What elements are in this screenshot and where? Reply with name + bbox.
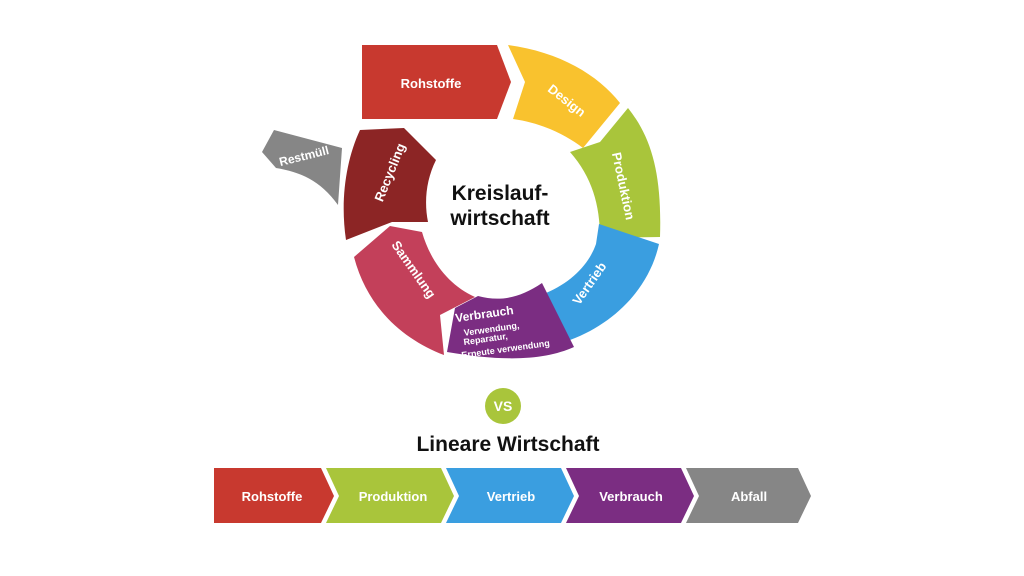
- center-title-line2: wirtschaft: [449, 207, 549, 230]
- segment-recycling: [343, 128, 436, 240]
- linear-label-abfall: Abfall: [731, 489, 767, 504]
- center-title-line1: Kreislauf-: [452, 182, 549, 205]
- linear-chain: Rohstoffe Produktion Vertrieb Verbrauch …: [214, 468, 811, 523]
- linear-step-produktion: [326, 468, 454, 523]
- segment-design: [508, 45, 620, 148]
- linear-step-vertrieb: [446, 468, 574, 523]
- linear-step-rohstoffe: [214, 468, 334, 523]
- segment-sammlung: [354, 226, 475, 355]
- linear-label-verbrauch: Verbrauch: [599, 489, 663, 504]
- linear-label-vertrieb: Vertrieb: [487, 489, 535, 504]
- linear-label-produktion: Produktion: [359, 489, 428, 504]
- vs-badge: VS: [485, 388, 521, 424]
- segment-restmuell: [262, 130, 342, 205]
- vs-label: VS: [494, 398, 513, 414]
- linear-step-abfall: [686, 468, 811, 523]
- vs-circle: [485, 388, 521, 424]
- segment-verbrauch: [447, 283, 574, 359]
- linear-title: Lineare Wirtschaft: [416, 433, 599, 456]
- linear-label-rohstoffe: Rohstoffe: [242, 489, 303, 504]
- segment-rohstoffe: [362, 45, 511, 119]
- linear-step-verbrauch: [566, 468, 694, 523]
- label-rohstoffe: Rohstoffe: [401, 76, 462, 91]
- segment-produktion: [570, 108, 661, 238]
- circular-economy-ring: Rohstoffe Design Produktion Vertrieb Ver…: [262, 45, 661, 360]
- segment-vertrieb: [546, 224, 659, 340]
